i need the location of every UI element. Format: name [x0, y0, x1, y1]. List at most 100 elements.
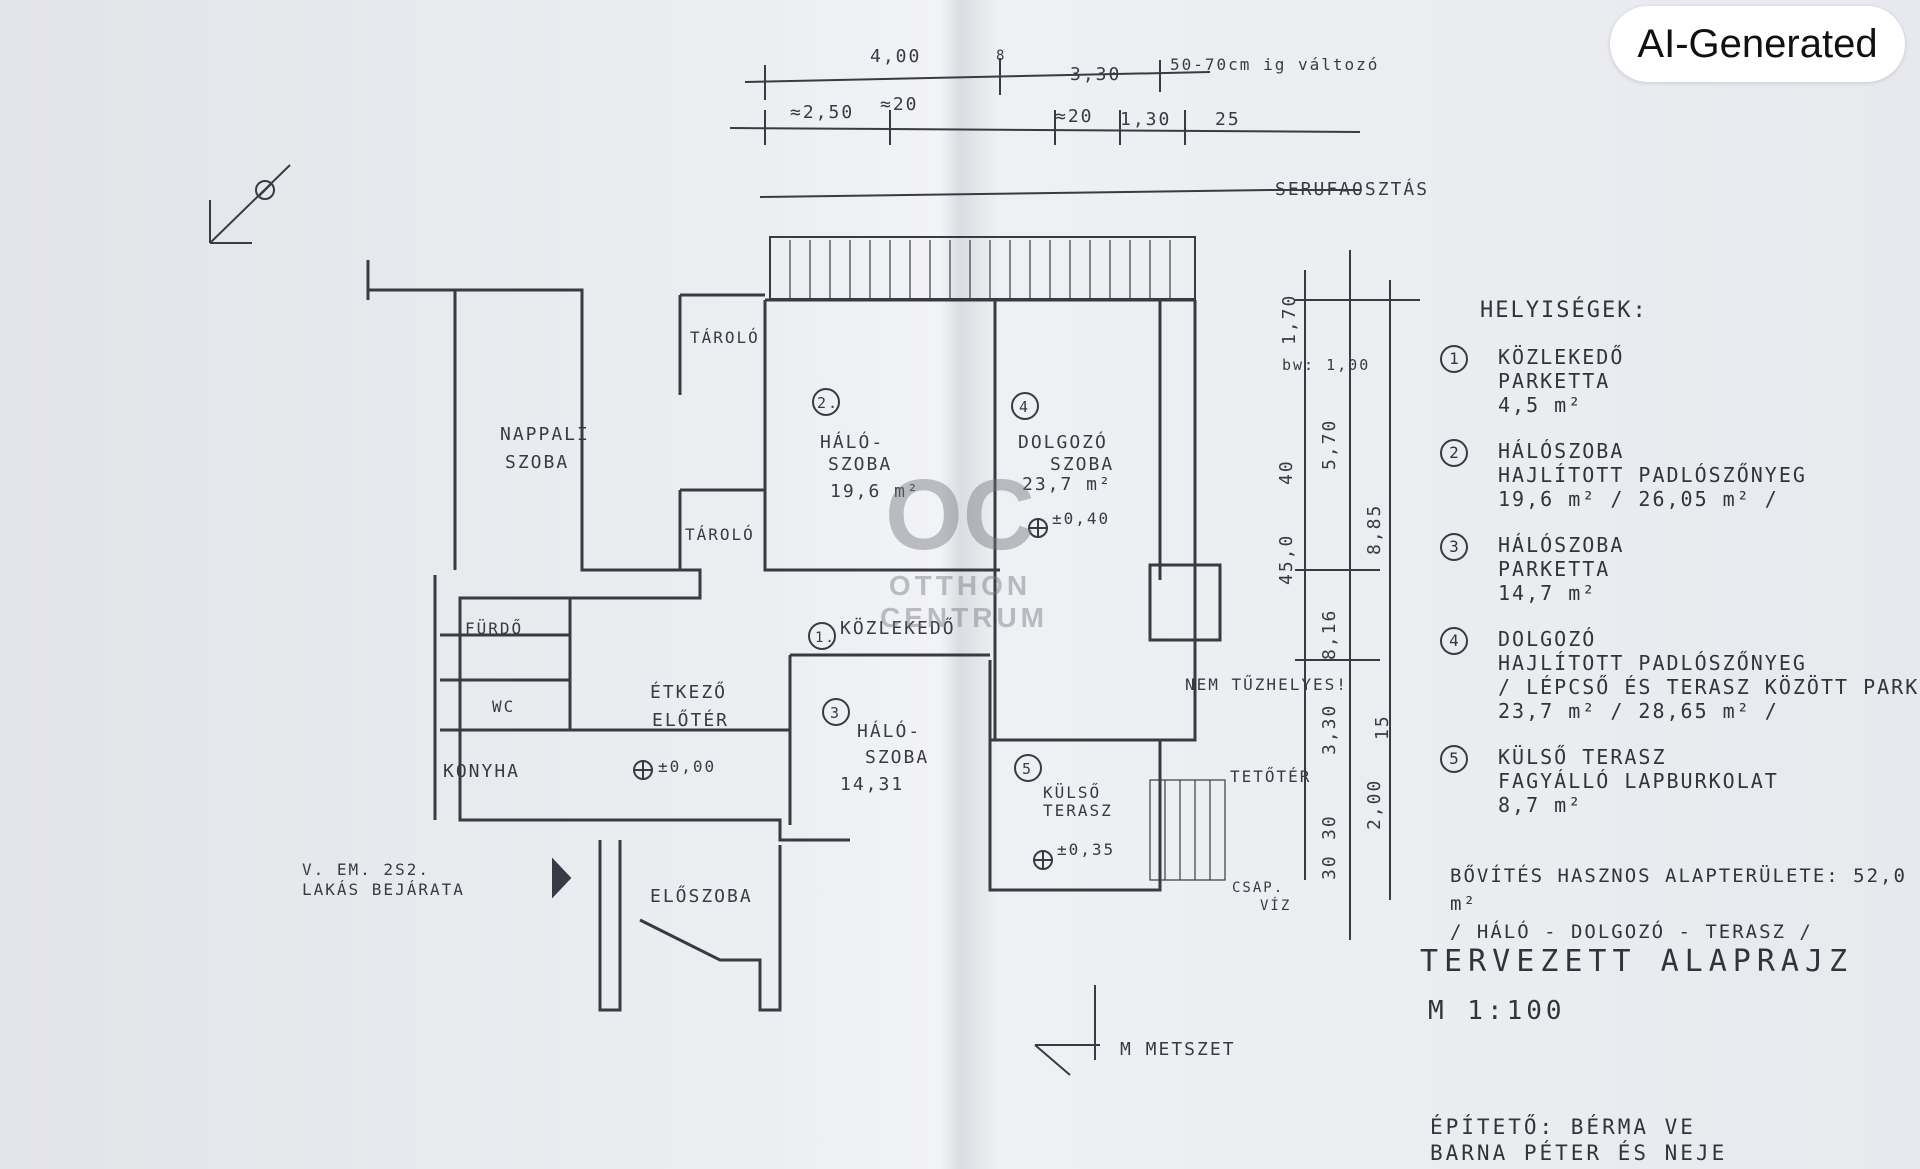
dim-20b: ≈20: [1055, 106, 1094, 127]
room-num-1: 1.: [815, 630, 836, 646]
label-metszet: M METSZET: [1120, 1039, 1236, 1060]
label-eloszoba: ELŐSZOBA: [650, 885, 753, 907]
label-halo-3c: 14,31: [840, 774, 904, 795]
legend-line: PARKETTA: [1498, 369, 1611, 393]
north-arrow-icon: [209, 164, 291, 244]
legend-item: 5 KÜLSŐ TERASZ FAGYÁLLÓ LAPBURKOLAT 8,7 …: [1440, 745, 1910, 817]
label-tarolo-2: TÁROLÓ: [685, 525, 755, 544]
legend-number: 1: [1440, 345, 1468, 373]
legend-line: PARKETTA: [1498, 557, 1611, 581]
label-csap-b: VÍZ: [1260, 897, 1291, 914]
legend-item: 4 DOLGOZÓ HAJLÍTOTT PADLÓSZŐNYEG / LÉPCS…: [1440, 627, 1920, 723]
label-dolgozo-b: SZOBA: [1050, 454, 1114, 475]
watermark-line2: CENTRUM: [880, 602, 1048, 633]
legend-line: HÁLÓSZOBA: [1498, 533, 1625, 557]
plan-title: TERVEZETT ALAPRAJZ: [1420, 944, 1854, 979]
legend-line: FAGYÁLLÓ LAPBURKOLAT: [1498, 769, 1779, 793]
label-kulso-a: KÜLSŐ: [1043, 782, 1101, 802]
plan-scale: M 1:100: [1428, 996, 1566, 1026]
room-num-2: 2.: [817, 394, 839, 412]
serufa-label: SERUFAOSZTÁS: [1275, 178, 1429, 200]
label-dolgozo-a: DOLGOZÓ: [1018, 431, 1108, 453]
area-summary: BŐVÍTÉS HASZNOS ALAPTERÜLETE: 52,0 m² / …: [1450, 862, 1920, 946]
summary-line-2: / HÁLÓ - DOLGOZÓ - TERASZ /: [1450, 921, 1813, 943]
architect-line-1: ÉPÍTETŐ: BÉRMA VE: [1430, 1115, 1696, 1139]
legend-line: HAJLÍTOTT PADLÓSZŐNYEG: [1498, 651, 1807, 675]
level-000: ±0,00: [658, 757, 716, 776]
dim-variable: 50-70cm ig változó: [1170, 55, 1379, 74]
legend-line: 23,7 m² / 28,65 m² /: [1498, 699, 1779, 723]
dim-3-30b: 3,30: [1319, 704, 1340, 755]
dim-bw: bw: 1,00: [1282, 356, 1370, 374]
label-halo-1b: SZOBA: [828, 454, 892, 475]
watermark: OC OTTHON CENTRUM: [880, 459, 1048, 634]
label-kozlekedo: KÖZLEKEDŐ: [840, 617, 956, 639]
summary-line-1: BŐVÍTÉS HASZNOS ALAPTERÜLETE: 52,0 m²: [1450, 865, 1907, 915]
dim-5-70: 5,70: [1319, 419, 1340, 470]
label-furdo: FÜRDŐ: [465, 618, 523, 638]
legend-line: HAJLÍTOTT PADLÓSZŐNYEG: [1498, 463, 1807, 487]
legend-title: HELYISÉGEK:: [1480, 298, 1648, 323]
label-halo-3b: SZOBA: [865, 747, 929, 768]
ai-generated-badge: AI-Generated: [1610, 6, 1905, 82]
legend-line: DOLGOZÓ: [1498, 627, 1597, 651]
dim-40: 40: [1276, 459, 1297, 485]
dim-3-30: 3,30: [1070, 64, 1121, 85]
label-etkezo-a: ÉTKEZŐ: [650, 681, 727, 703]
legend-number: 3: [1440, 533, 1468, 561]
dim-1-30: 1,30: [1120, 109, 1171, 130]
dim-30a: 30: [1319, 814, 1340, 840]
dim-8-16: 8,16: [1319, 609, 1340, 660]
label-bejarat-a: V. EM. 2S2.: [302, 860, 430, 879]
legend-line: / LÉPCSŐ ÉS TERASZ KÖZÖTT PARKETTA /: [1498, 675, 1920, 699]
dim-1-70: 1,70: [1279, 294, 1300, 345]
room-legend: HELYISÉGEK: 1 KÖZLEKEDŐ PARKETTA 4,5 m² …: [1440, 298, 1920, 817]
dim-15: 15: [1372, 714, 1393, 740]
label-wc: WC: [492, 697, 515, 716]
label-tarolo-1: TÁROLÓ: [690, 328, 760, 347]
legend-line: HÁLÓSZOBA: [1498, 439, 1625, 463]
dim-2-50: ≈2,50: [790, 102, 854, 123]
label-halo-1c: 19,6 m²: [830, 481, 920, 502]
architect-block: ÉPÍTETŐ: BÉRMA VE BARNA PÉTER ÉS NEJE: [1430, 1114, 1727, 1166]
dim-25: 25: [1215, 109, 1241, 130]
legend-number: 2: [1440, 439, 1468, 467]
label-halo-1a: HÁLÓ-: [820, 431, 884, 453]
dim-2-00: 2,00: [1364, 779, 1385, 830]
label-tetoter: TETŐTÉR: [1230, 766, 1311, 786]
legend-line: 8,7 m²: [1498, 793, 1583, 817]
legend-line: 19,6 m² / 26,05 m² /: [1498, 487, 1779, 511]
room-num-5: 5: [1022, 760, 1033, 778]
architect-line-2: BARNA PÉTER ÉS NEJE: [1430, 1141, 1728, 1165]
dim-4-00: 4,00: [870, 46, 921, 67]
label-nappali-2: SZOBA: [505, 452, 569, 473]
legend-line: KÖZLEKEDŐ: [1498, 345, 1625, 369]
legend-number: 4: [1440, 627, 1468, 655]
label-konyha: KONYHA: [443, 761, 520, 782]
dim-8-85: 8,85: [1364, 504, 1385, 555]
dim-8: 8: [996, 48, 1006, 64]
label-nem-tuzhely: NEM TŰZHELYES!: [1185, 674, 1348, 694]
label-bejarat-b: LAKÁS BEJÁRATA: [302, 880, 465, 899]
watermark-logo: OC: [885, 459, 1035, 571]
dim-20a: ≈20: [880, 94, 919, 115]
legend-item: 2 HÁLÓSZOBA HAJLÍTOTT PADLÓSZŐNYEG 19,6 …: [1440, 439, 1910, 511]
legend-line: 4,5 m²: [1498, 393, 1583, 417]
label-etkezo-b: ELŐTÉR: [652, 709, 729, 731]
dimension-lines: [729, 58, 1420, 940]
room-num-4: 4: [1019, 398, 1030, 416]
legend-item: 3 HÁLÓSZOBA PARKETTA 14,7 m²: [1440, 533, 1910, 605]
level-035: ±0,35: [1057, 840, 1115, 859]
label-dolgozo-c: 23,7 m²: [1022, 474, 1112, 495]
legend-item: 1 KÖZLEKEDŐ PARKETTA 4,5 m²: [1440, 345, 1910, 417]
room-num-3: 3: [830, 704, 841, 722]
dim-30b: 30: [1319, 854, 1340, 880]
label-kulso-b: TERASZ: [1043, 801, 1113, 820]
label-csap-a: CSAP.: [1232, 880, 1284, 896]
label-halo-3a: HÁLÓ-: [857, 720, 921, 742]
level-040: ±0,40: [1052, 509, 1110, 528]
legend-line: 14,7 m²: [1498, 581, 1597, 605]
legend-line: KÜLSŐ TERASZ: [1498, 745, 1667, 769]
label-nappali-1: NAPPALI: [500, 424, 590, 445]
